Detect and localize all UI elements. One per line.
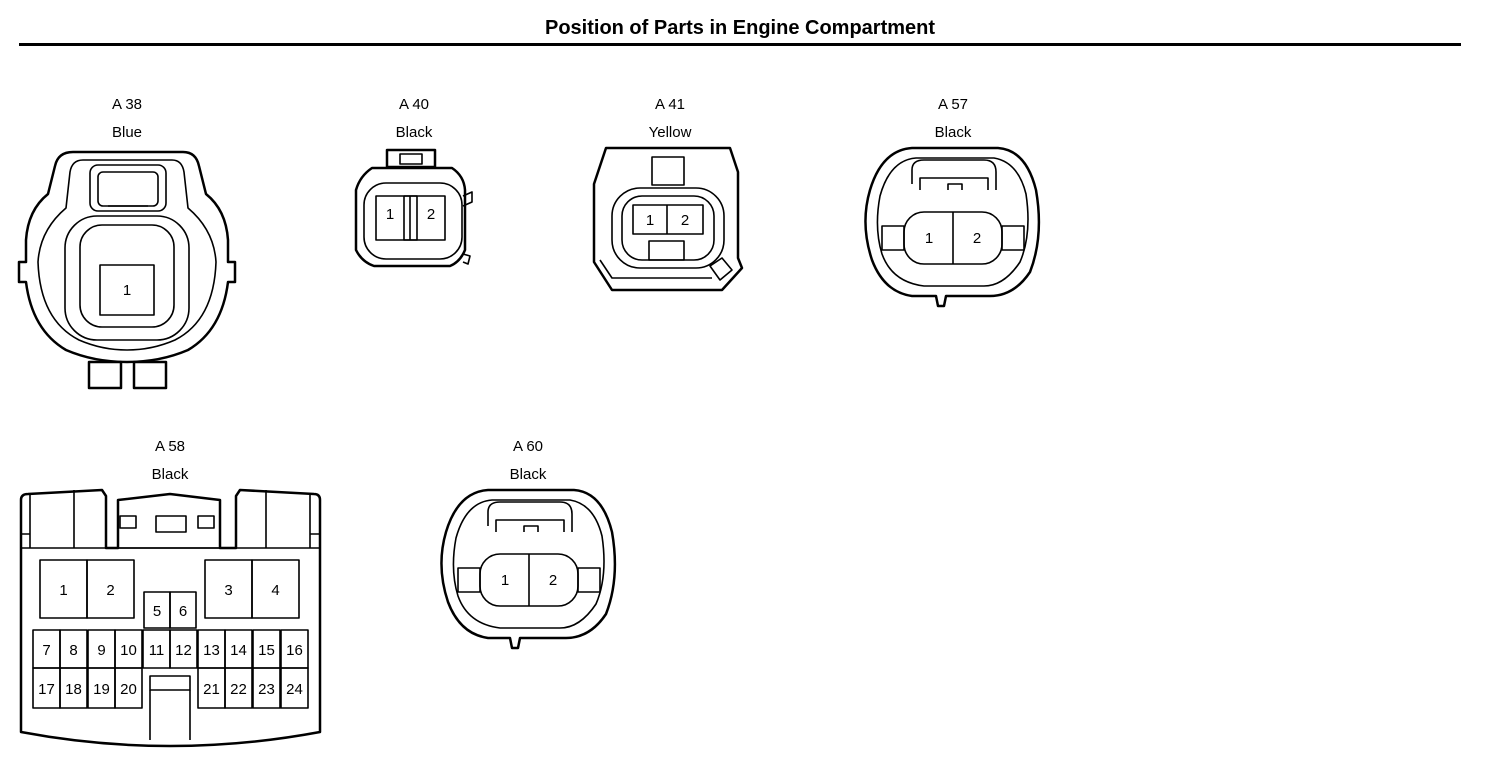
connector-a60-color: Black bbox=[509, 466, 547, 483]
a58-cavity bbox=[86, 559, 135, 619]
a58-pin-12: 12 bbox=[175, 642, 192, 659]
a58-pin-10: 10 bbox=[120, 642, 137, 659]
a38-pin-1: 1 bbox=[123, 282, 131, 299]
a58-cavity bbox=[114, 667, 143, 709]
connector-a58-code: A 58 bbox=[154, 438, 186, 455]
a58-cavity bbox=[169, 629, 198, 669]
connector-a60: 1 2 bbox=[440, 488, 617, 650]
a60-pin-1: 1 bbox=[501, 572, 509, 589]
a58-pin-14: 14 bbox=[230, 642, 247, 659]
a58-pin-19: 19 bbox=[93, 681, 110, 698]
connector-a40-color: Black bbox=[395, 124, 433, 141]
connector-a40: 1 2 bbox=[354, 148, 473, 268]
connector-a57-color: Black bbox=[934, 124, 972, 141]
connector-a58-color: Black bbox=[151, 466, 189, 483]
connector-a41-code: A 41 bbox=[654, 96, 686, 113]
connector-a60-code: A 60 bbox=[512, 438, 544, 455]
a58-pin-24: 24 bbox=[286, 681, 303, 698]
a57-pin-1: 1 bbox=[925, 230, 933, 247]
connector-a41-color: Yellow bbox=[648, 124, 692, 141]
page-title: Position of Parts in Engine Compartment bbox=[544, 17, 936, 39]
a58-pin-9: 9 bbox=[97, 642, 105, 659]
connector-a38-code: A 38 bbox=[111, 96, 143, 113]
a41-pin-2: 2 bbox=[681, 212, 689, 229]
a58-cavity bbox=[224, 667, 253, 709]
a58-cavity bbox=[59, 667, 88, 709]
connector-a40-code: A 40 bbox=[398, 96, 430, 113]
connector-a41: 1 2 bbox=[592, 146, 744, 292]
a58-cavity bbox=[252, 667, 281, 709]
a58-pin-1: 1 bbox=[59, 582, 67, 599]
a58-pin-5: 5 bbox=[153, 603, 161, 620]
connector-a57: 1 2 bbox=[864, 146, 1041, 308]
a40-pin-2: 2 bbox=[427, 206, 435, 223]
connector-a57-code: A 57 bbox=[937, 96, 969, 113]
a58-pin-11: 11 bbox=[149, 642, 165, 659]
a58-pin-22: 22 bbox=[230, 681, 247, 698]
a58-pin-8: 8 bbox=[69, 642, 77, 659]
a58-pin-3: 3 bbox=[224, 582, 232, 599]
title-rule bbox=[19, 43, 1461, 46]
a58-pin-15: 15 bbox=[258, 642, 275, 659]
a58-cavity bbox=[169, 591, 197, 629]
a58-cavity bbox=[280, 667, 309, 709]
a58-pin-20: 20 bbox=[120, 681, 137, 698]
a58-cavity bbox=[251, 559, 300, 619]
a40-pin-1: 1 bbox=[386, 206, 394, 223]
a58-pin-2: 2 bbox=[106, 582, 114, 599]
a58-pin-18: 18 bbox=[65, 681, 82, 698]
a58-pin-21: 21 bbox=[203, 681, 220, 698]
a57-pin-2: 2 bbox=[973, 230, 981, 247]
a58-pin-23: 23 bbox=[258, 681, 275, 698]
a58-pin-16: 16 bbox=[286, 642, 303, 659]
connector-a38-color: Blue bbox=[111, 124, 143, 141]
a41-pin-1: 1 bbox=[646, 212, 654, 229]
a58-pin-4: 4 bbox=[271, 582, 279, 599]
a58-pin-17: 17 bbox=[38, 681, 55, 698]
a60-pin-2: 2 bbox=[549, 572, 557, 589]
connector-a38: 1 bbox=[17, 150, 237, 390]
a58-pin-6: 6 bbox=[179, 603, 187, 620]
a58-pin-7: 7 bbox=[42, 642, 50, 659]
a58-pin-13: 13 bbox=[203, 642, 220, 659]
